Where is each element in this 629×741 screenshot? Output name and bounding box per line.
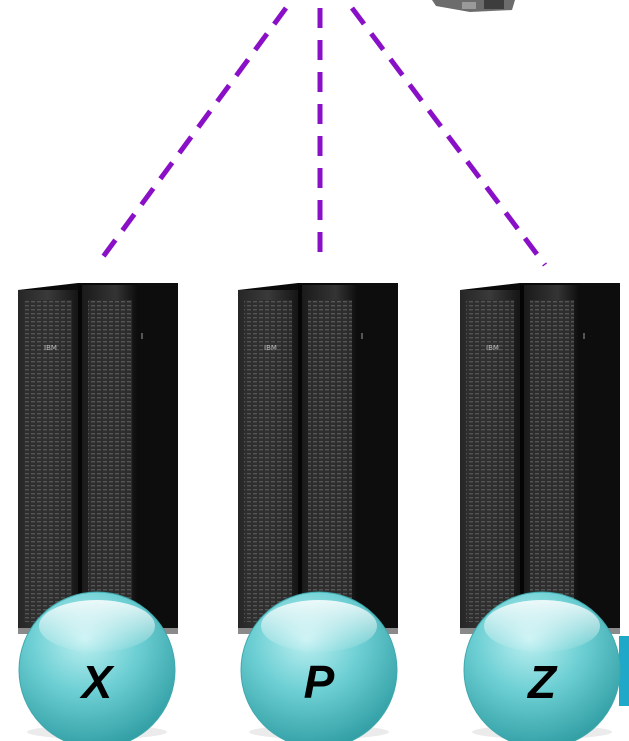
connector-line-z [350, 6, 547, 267]
accent-bar [619, 636, 629, 706]
connector-line-x [94, 6, 289, 267]
ibm-logo: IBM [264, 344, 277, 352]
server-label-z: Z [526, 656, 558, 708]
server-badge-p: P [240, 591, 398, 741]
device-icon [432, 0, 515, 12]
server-rack-z: IBM [460, 283, 620, 634]
server-badge-z: Z [463, 591, 621, 741]
ibm-logo: IBM [486, 344, 499, 352]
connector-lines [94, 6, 547, 267]
server-rack-x: IBM [18, 283, 178, 634]
server-badge-x: X [18, 591, 176, 741]
ibm-logo: IBM [44, 344, 57, 352]
server-label-p: P [304, 656, 335, 708]
server-label-x: X [79, 656, 115, 708]
server-rack-p: IBM [238, 283, 398, 634]
